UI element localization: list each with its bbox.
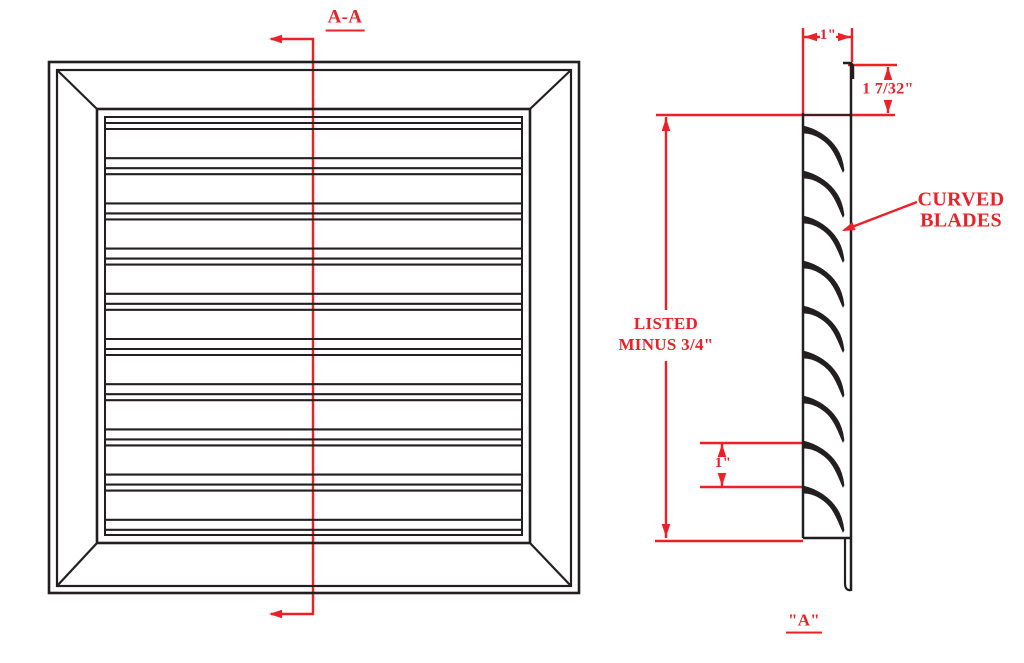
red-arrowheads bbox=[269, 32, 893, 619]
label-callout-line2: BLADES bbox=[920, 209, 1002, 232]
red-dimension-lines bbox=[271, 28, 897, 616]
label-view-label: "A" bbox=[785, 612, 823, 634]
front-view bbox=[47, 60, 581, 595]
label-callout-line1: CURVED bbox=[917, 188, 1005, 211]
label-blade-spacing: 1" bbox=[714, 455, 732, 472]
label-frame-height: 1 7/32" bbox=[862, 80, 914, 98]
leader-arrowhead bbox=[842, 222, 856, 231]
label-listed-line2: MINUS 3/4" bbox=[618, 335, 714, 355]
curved-blades-leader bbox=[843, 200, 918, 232]
section-view bbox=[801, 61, 855, 592]
label-section-cut: A-A bbox=[325, 8, 365, 32]
curved-blades bbox=[802, 125, 845, 533]
label-listed-line1: LISTED bbox=[633, 314, 699, 334]
label-frame-depth: 1" bbox=[819, 27, 837, 44]
